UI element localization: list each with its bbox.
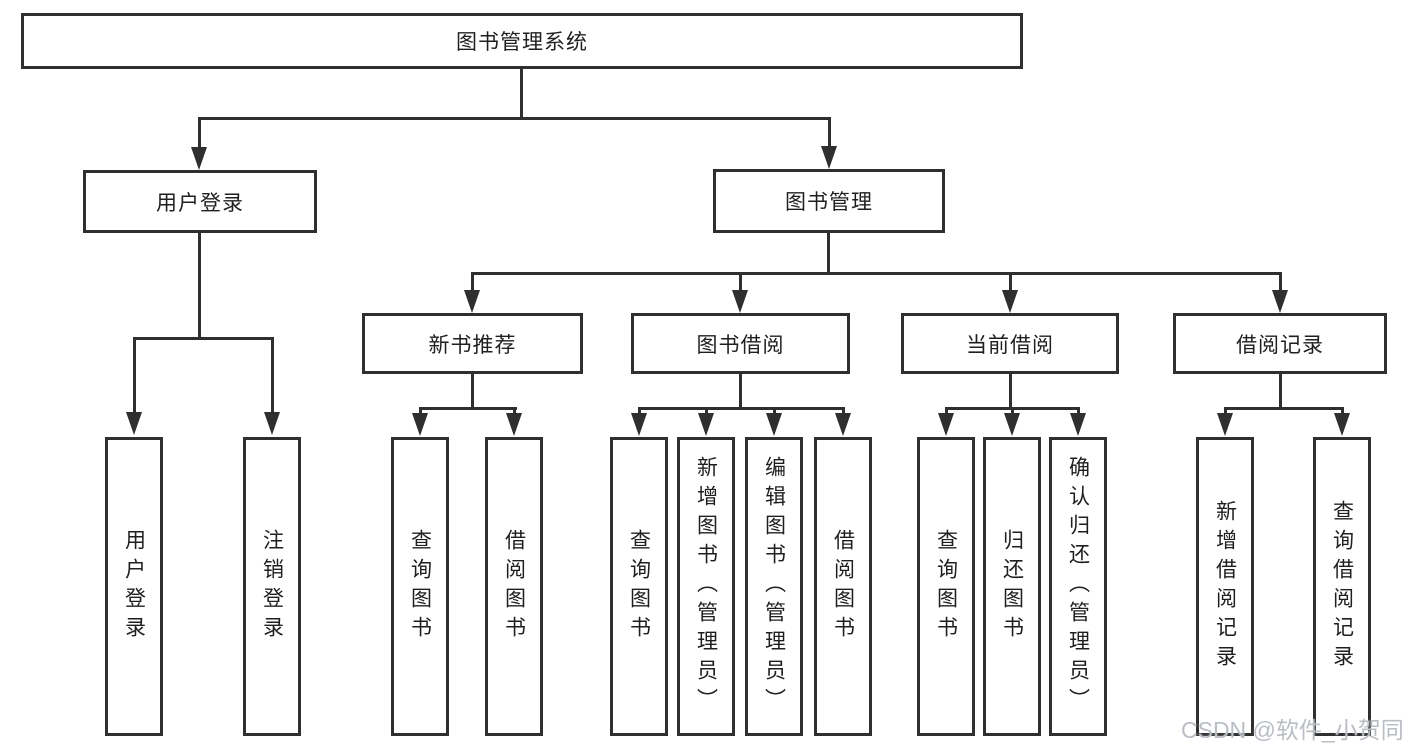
arrowhead-down-icon bbox=[1217, 413, 1233, 436]
leaf-query-borrow-record: 查询借阅记录 bbox=[1313, 437, 1371, 736]
arrowhead-down-icon bbox=[1070, 413, 1086, 436]
node-book-borrow-label: 图书借阅 bbox=[696, 333, 785, 357]
leaf-borrow-book: 借阅图书 bbox=[814, 437, 872, 736]
arrowhead-down-icon bbox=[938, 413, 954, 436]
connector-drop-leaf bbox=[1224, 407, 1227, 417]
connector-rail bbox=[1224, 407, 1344, 410]
leaf-add-borrow-record: 新增借阅记录 bbox=[1196, 437, 1254, 736]
node-book-borrow: 图书借阅 bbox=[631, 313, 850, 374]
node-borrow-records-label: 借阅记录 bbox=[1236, 333, 1324, 357]
leaf-return-book-label: 归还图书 bbox=[1000, 528, 1024, 645]
connector-drop-leaf bbox=[705, 407, 708, 417]
connector-drop-current-borrow bbox=[1009, 272, 1012, 292]
connector-drop-book-borrow bbox=[739, 272, 742, 292]
arrowhead-down-icon bbox=[464, 290, 480, 313]
leaf-add-book-admin: 新增图书（管理员） bbox=[677, 437, 735, 736]
watermark: CSDN @软件_小贺同学 bbox=[1181, 717, 1405, 743]
connector-drop-book-management bbox=[828, 117, 831, 150]
connector-drop-leaf bbox=[773, 407, 776, 417]
leaf-edit-book-admin-label: 编辑图书（管理员） bbox=[762, 456, 786, 717]
leaf-confirm-return-admin: 确认归还（管理员） bbox=[1049, 437, 1107, 736]
leaf-query-book: 查询图书 bbox=[917, 437, 975, 736]
leaf-borrow-book-label: 借阅图书 bbox=[831, 528, 855, 645]
connector-drop-user-login bbox=[198, 117, 201, 150]
leaf-user-login-label: 用户登录 bbox=[122, 528, 146, 645]
connector-drop-leaf bbox=[945, 407, 948, 417]
arrowhead-down-icon bbox=[1334, 413, 1350, 436]
arrowhead-down-icon bbox=[835, 413, 851, 436]
leaf-return-book: 归还图书 bbox=[983, 437, 1041, 736]
node-current-borrow: 当前借阅 bbox=[901, 313, 1119, 374]
leaf-query-borrow-record-label: 查询借阅记录 bbox=[1330, 499, 1354, 674]
connector-stem bbox=[471, 374, 474, 407]
leaf-query-book-label: 查询图书 bbox=[408, 528, 432, 645]
connector-drop-leaf bbox=[1077, 407, 1080, 417]
arrowhead-down-icon bbox=[191, 147, 207, 170]
connector-root-rail bbox=[198, 117, 831, 120]
node-root: 图书管理系统 bbox=[21, 13, 1023, 69]
arrowhead-down-icon bbox=[1004, 413, 1020, 436]
node-book-management-label: 图书管理 bbox=[785, 191, 873, 214]
arrowhead-down-icon bbox=[264, 412, 280, 435]
node-book-management: 图书管理 bbox=[713, 169, 945, 233]
leaf-user-login: 用户登录 bbox=[105, 437, 163, 736]
connector-stem bbox=[1009, 374, 1012, 407]
connector-drop-leaf bbox=[1011, 407, 1014, 417]
node-root-label: 图书管理系统 bbox=[456, 31, 588, 54]
connector-stem bbox=[1279, 374, 1282, 407]
leaf-edit-book-admin: 编辑图书（管理员） bbox=[745, 437, 803, 736]
connector-drop-leaf bbox=[638, 407, 641, 417]
leaf-query-book: 查询图书 bbox=[391, 437, 449, 736]
node-user-login: 用户登录 bbox=[83, 170, 317, 233]
leaf-logout-label: 注销登录 bbox=[260, 528, 284, 645]
connector-rail bbox=[419, 407, 517, 410]
arrowhead-down-icon bbox=[698, 413, 714, 436]
leaf-query-book-label: 查询图书 bbox=[627, 528, 651, 645]
leaf-borrow-book-label: 借阅图书 bbox=[502, 528, 526, 645]
leaf-query-book: 查询图书 bbox=[610, 437, 668, 736]
connector-drop-leaf bbox=[842, 407, 845, 417]
leaf-add-book-admin-label: 新增图书（管理员） bbox=[694, 456, 718, 717]
connector-rail bbox=[638, 407, 845, 410]
connector-drop-leaf bbox=[1341, 407, 1344, 417]
leaf-logout: 注销登录 bbox=[243, 437, 301, 736]
arrowhead-down-icon bbox=[126, 412, 142, 435]
arrowhead-down-icon bbox=[766, 413, 782, 436]
leaf-borrow-book: 借阅图书 bbox=[485, 437, 543, 736]
node-borrow-records: 借阅记录 bbox=[1173, 313, 1387, 374]
arrowhead-down-icon bbox=[821, 146, 837, 169]
connector-drop-leaf bbox=[133, 337, 136, 414]
connector-drop-new-book bbox=[471, 272, 474, 292]
arrowhead-down-icon bbox=[506, 413, 522, 436]
leaf-add-borrow-record-label: 新增借阅记录 bbox=[1213, 499, 1237, 674]
leaf-confirm-return-admin-label: 确认归还（管理员） bbox=[1066, 456, 1090, 717]
node-new-book-recommend-label: 新书推荐 bbox=[428, 333, 517, 357]
arrowhead-down-icon bbox=[1272, 290, 1288, 313]
node-user-login-label: 用户登录 bbox=[156, 191, 244, 215]
connector-stem bbox=[739, 374, 742, 407]
connector-drop-leaf bbox=[419, 407, 422, 417]
arrowhead-down-icon bbox=[631, 413, 647, 436]
arrowhead-down-icon bbox=[732, 290, 748, 313]
node-current-borrow-label: 当前借阅 bbox=[966, 333, 1054, 357]
arrowhead-down-icon bbox=[1002, 290, 1018, 313]
leaf-query-book-label: 查询图书 bbox=[934, 528, 958, 645]
connector-drop-borrow-records bbox=[1279, 272, 1282, 292]
arrowhead-down-icon bbox=[412, 413, 428, 436]
connector-book-management-rail bbox=[471, 272, 1281, 275]
connector-user-login-rail bbox=[133, 337, 274, 340]
node-new-book-recommend: 新书推荐 bbox=[362, 313, 583, 374]
connector-root-stem bbox=[520, 69, 523, 117]
connector-book-management-stem bbox=[827, 233, 830, 272]
connector-user-login-stem bbox=[198, 233, 201, 337]
connector-drop-leaf bbox=[513, 407, 516, 417]
connector-drop-leaf bbox=[271, 337, 274, 414]
